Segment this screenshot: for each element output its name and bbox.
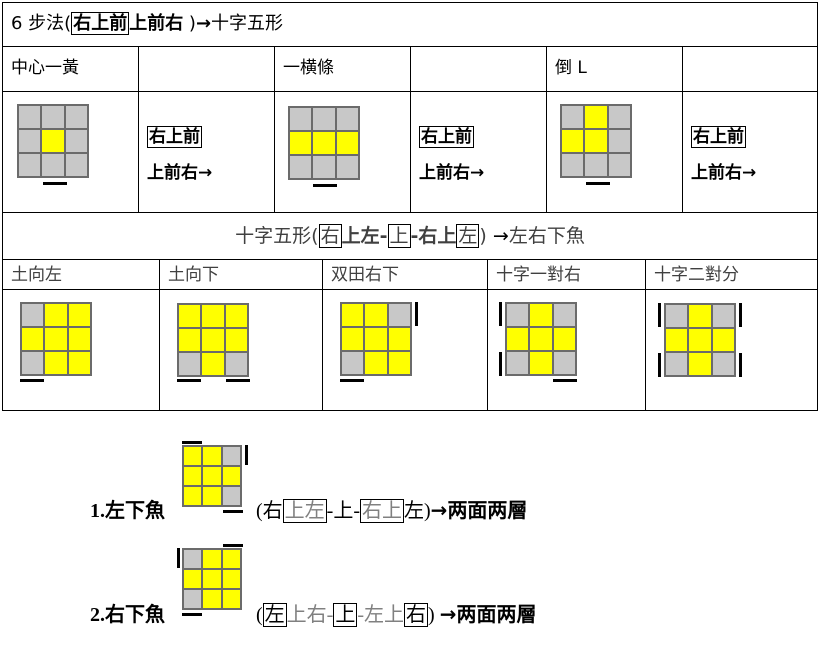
edge-marker — [245, 445, 248, 465]
header-alg-boxed: 右上前 — [71, 12, 130, 35]
cube-cross-two-pairs — [664, 303, 736, 377]
header-result: 十字五形 — [211, 13, 284, 34]
arrow-icon: → — [195, 13, 212, 34]
edge-marker — [553, 379, 577, 382]
cube-cross-one-pair — [505, 302, 577, 376]
arrow-icon: → — [492, 225, 509, 247]
edge-marker — [340, 379, 364, 382]
alg-line2: 上前右 — [147, 163, 198, 183]
alg-move-boxed: 左 — [262, 603, 287, 627]
edge-marker — [739, 353, 742, 377]
edge-marker — [223, 544, 243, 547]
alg-move: -左上 — [357, 604, 405, 626]
alg-move: 左 — [404, 500, 424, 522]
paren-close: ) — [428, 604, 435, 626]
edge-marker — [658, 303, 661, 327]
edge-marker — [182, 613, 202, 616]
section2-result: 左右下魚 — [508, 225, 585, 247]
paren-open: ( — [256, 604, 263, 626]
right-fish-result: 两面两層 — [456, 604, 537, 626]
arrow-icon: → — [198, 163, 213, 183]
case-alg-bar: 右上前 上前右→ — [419, 124, 484, 186]
section2-t1: 上左- — [341, 225, 388, 247]
section2-m1: 右 — [318, 224, 342, 248]
left-fish-result: 两面两層 — [447, 500, 528, 522]
alg-move-boxed: 上左 — [282, 499, 327, 523]
paren-close: ) — [424, 500, 431, 522]
pattern-label: 十字一對右 — [487, 259, 646, 290]
section2-header: 十字五形(右上左-上-右上左) →左右下魚 — [2, 212, 818, 260]
edge-marker — [177, 379, 201, 382]
left-fish-label: 1.左下魚 — [90, 500, 165, 522]
header-suffix: ) — [183, 13, 196, 34]
cube-method-table: 6 步法(右上前上前右 )→十字五形 中心一黃 一横條 倒 L 十字五形(右上左… — [2, 2, 818, 411]
edge-marker — [313, 184, 337, 187]
pattern-label: 土向下 — [159, 259, 323, 290]
section2-prefix: 十字五形( — [235, 225, 319, 247]
case-alg-l: 右上前 上前右→ — [691, 124, 756, 186]
arrow-icon: → — [742, 163, 757, 183]
edge-marker — [586, 182, 610, 185]
paren-open: ( — [256, 500, 263, 522]
edge-marker — [182, 441, 202, 444]
cube-double-field — [340, 302, 412, 376]
case-label-bar: 一横條 — [274, 46, 411, 92]
edge-marker — [739, 303, 742, 327]
alg-move: 上右- — [286, 604, 334, 626]
section2-m3: 左 — [456, 224, 480, 248]
cube-inverted-l — [560, 104, 632, 178]
section2-m2: 上 — [387, 224, 411, 248]
edge-marker — [658, 353, 661, 377]
cube-soil-left — [20, 302, 92, 376]
pattern-label: 土向左 — [2, 259, 160, 290]
alg-move: 右 — [262, 500, 283, 522]
alg-line2: 上前右 — [419, 163, 470, 183]
edge-marker — [415, 302, 418, 326]
edge-marker — [43, 182, 67, 185]
right-fish-label: 2.右下魚 — [90, 604, 165, 626]
alg-line1: 右上前 — [691, 126, 746, 148]
alg-move: -上- — [326, 500, 360, 522]
cube-left-fish — [182, 445, 242, 507]
empty-cell — [682, 46, 818, 92]
case-label-l: 倒 L — [546, 46, 683, 92]
section2-suffix: ) — [479, 225, 487, 247]
cube-horizontal-bar — [288, 106, 360, 180]
edge-marker — [499, 302, 502, 326]
header-row: 6 步法(右上前上前右 )→十字五形 — [2, 2, 818, 47]
case-alg-center: 右上前 上前右→ — [147, 124, 212, 186]
cube-right-fish — [182, 548, 242, 610]
alg-move-boxed: 上 — [333, 603, 358, 627]
edge-marker — [499, 352, 502, 376]
right-fish-line: 2.右下魚 (左上右-上-左上右) →两面两層 — [90, 598, 536, 627]
alg-line1: 右上前 — [419, 126, 474, 148]
arrow-icon: → — [439, 602, 457, 626]
alg-line2: 上前右 — [691, 163, 742, 183]
pattern-label: 双田右下 — [322, 259, 488, 290]
edge-marker — [177, 548, 180, 568]
arrow-icon: → — [430, 498, 448, 522]
pattern-cube-cell — [645, 289, 818, 411]
alg-move-boxed: 右 — [404, 603, 429, 627]
edge-marker — [20, 379, 44, 382]
cube-soil-down — [177, 303, 249, 377]
edge-marker — [226, 379, 250, 382]
cube-center-yellow — [17, 104, 89, 178]
empty-cell — [138, 46, 275, 92]
section2-t2: -右上 — [410, 225, 457, 247]
case-label-center: 中心一黃 — [2, 46, 139, 92]
empty-cell — [410, 46, 547, 92]
alg-move-boxed: 右上 — [360, 499, 404, 523]
left-fish-line: 1.左下魚 (右上左-上-右上左)→两面两層 — [90, 494, 527, 523]
header-alg-rest: 上前右 — [129, 13, 184, 34]
pattern-label: 十字二對分 — [645, 259, 818, 290]
header-prefix: 6 步法( — [11, 13, 72, 34]
arrow-icon: → — [470, 163, 485, 183]
alg-line1: 右上前 — [147, 126, 202, 148]
edge-marker — [223, 510, 243, 513]
